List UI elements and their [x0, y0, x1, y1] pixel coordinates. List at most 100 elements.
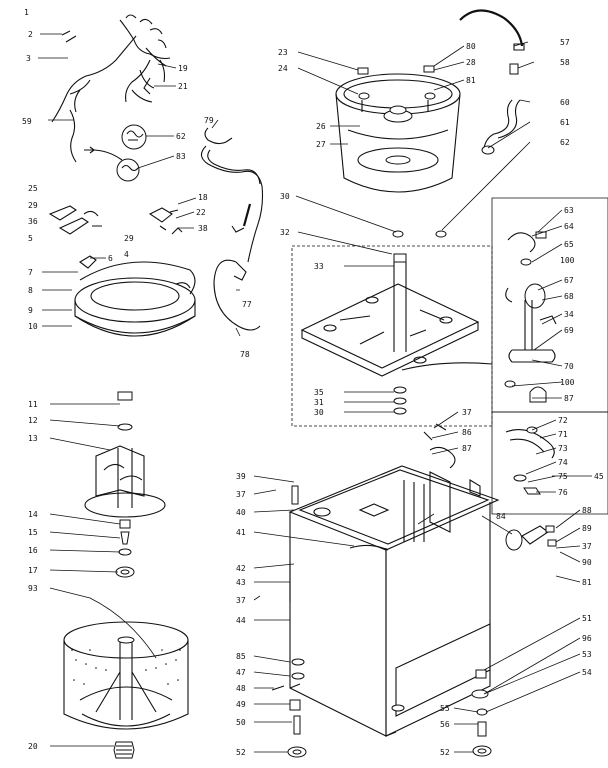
label-72: 72: [558, 416, 568, 425]
label-78: 78: [240, 350, 250, 359]
label-14: 14: [28, 510, 38, 519]
label-100-top: 100: [560, 256, 575, 265]
label-86: 86: [462, 428, 472, 437]
label-93: 93: [28, 584, 38, 593]
label-47: 47: [236, 668, 246, 677]
label-59: 59: [22, 117, 32, 126]
label-54: 54: [582, 668, 592, 677]
label-9: 9: [28, 306, 33, 315]
label-25: 25: [28, 184, 38, 193]
label-79: 79: [204, 116, 214, 125]
label-61: 61: [560, 118, 570, 127]
label-15: 15: [28, 528, 38, 537]
label-68: 68: [564, 292, 574, 301]
agitator-group: [84, 391, 166, 578]
basket-group: [63, 621, 189, 759]
label-96: 96: [582, 634, 592, 643]
label-22: 22: [196, 208, 206, 217]
label-62-left: 62: [176, 132, 186, 141]
label-37-cabinet-side: 37: [236, 596, 246, 605]
label-21: 21: [178, 82, 188, 91]
label-34: 34: [564, 310, 574, 319]
label-52-right: 52: [440, 748, 450, 757]
label-20: 20: [28, 742, 38, 751]
label-65: 65: [564, 240, 574, 249]
label-33: 33: [314, 262, 324, 271]
label-89: 89: [582, 524, 592, 533]
label-32: 32: [280, 228, 290, 237]
label-13: 13: [28, 434, 38, 443]
label-27: 27: [316, 140, 326, 149]
label-100-bottom: 100: [560, 378, 575, 387]
leader-lines: [38, 33, 592, 753]
label-16: 16: [28, 546, 38, 555]
label-53: 53: [582, 650, 592, 659]
label-56: 56: [440, 720, 450, 729]
label-71: 71: [558, 430, 568, 439]
label-64: 64: [564, 222, 574, 231]
label-70: 70: [564, 362, 574, 371]
label-81-top: 81: [466, 76, 476, 85]
label-6: 6: [108, 254, 113, 263]
label-1: 1: [24, 8, 29, 17]
label-5: 5: [28, 234, 33, 243]
label-52-left: 52: [236, 748, 246, 757]
label-55: 55: [440, 704, 450, 713]
label-37-cabinet-top: 37: [236, 490, 246, 499]
label-51: 51: [582, 614, 592, 623]
label-41: 41: [236, 528, 246, 537]
tub-ring-group: [74, 261, 196, 337]
label-18: 18: [198, 193, 208, 202]
label-29-mid: 29: [124, 234, 134, 243]
label-24: 24: [278, 64, 288, 73]
label-11: 11: [28, 400, 38, 409]
label-84: 84: [496, 512, 506, 521]
label-87-mid: 87: [462, 444, 472, 453]
label-23: 23: [278, 48, 288, 57]
label-19: 19: [178, 64, 188, 73]
label-42: 42: [236, 564, 246, 573]
label-67: 67: [564, 276, 574, 285]
label-37-mid: 37: [462, 408, 472, 417]
label-90: 90: [582, 558, 592, 567]
label-88: 88: [582, 506, 592, 515]
label-29-left: 29: [28, 201, 38, 210]
label-35: 35: [314, 388, 324, 397]
small-parts-left-group: [48, 205, 183, 269]
label-30-top: 30: [280, 192, 290, 201]
label-83: 83: [176, 152, 186, 161]
label-58: 58: [560, 58, 570, 67]
label-50: 50: [236, 718, 246, 727]
cabinet-group: [271, 423, 557, 758]
label-73: 73: [558, 444, 568, 453]
label-45: 45: [594, 472, 604, 481]
label-63: 63: [564, 206, 574, 215]
label-62-right: 62: [560, 138, 570, 147]
label-39: 39: [236, 472, 246, 481]
label-26: 26: [316, 122, 326, 131]
part-number-labels: 1 2 3 59 19 21 62 83 79 25 29 36 5 18 22…: [22, 8, 604, 757]
label-30-bottom: 30: [314, 408, 324, 417]
label-37-right: 37: [582, 542, 592, 551]
label-10: 10: [28, 322, 38, 331]
label-2: 2: [28, 30, 33, 39]
label-28: 28: [466, 58, 476, 67]
label-49: 49: [236, 700, 246, 709]
label-76: 76: [558, 488, 568, 497]
label-12: 12: [28, 416, 38, 425]
label-75: 75: [558, 472, 568, 481]
label-57: 57: [560, 38, 570, 47]
label-4: 4: [124, 250, 129, 259]
label-74: 74: [558, 458, 568, 467]
label-60: 60: [560, 98, 570, 107]
label-31: 31: [314, 398, 324, 407]
label-36: 36: [28, 217, 38, 226]
lid-switch-inset-group: [491, 411, 608, 515]
label-77: 77: [242, 300, 252, 309]
label-7: 7: [28, 268, 33, 277]
power-cord-group: [213, 259, 261, 331]
label-80: 80: [466, 42, 476, 51]
label-8: 8: [28, 286, 33, 295]
label-85: 85: [236, 652, 246, 661]
